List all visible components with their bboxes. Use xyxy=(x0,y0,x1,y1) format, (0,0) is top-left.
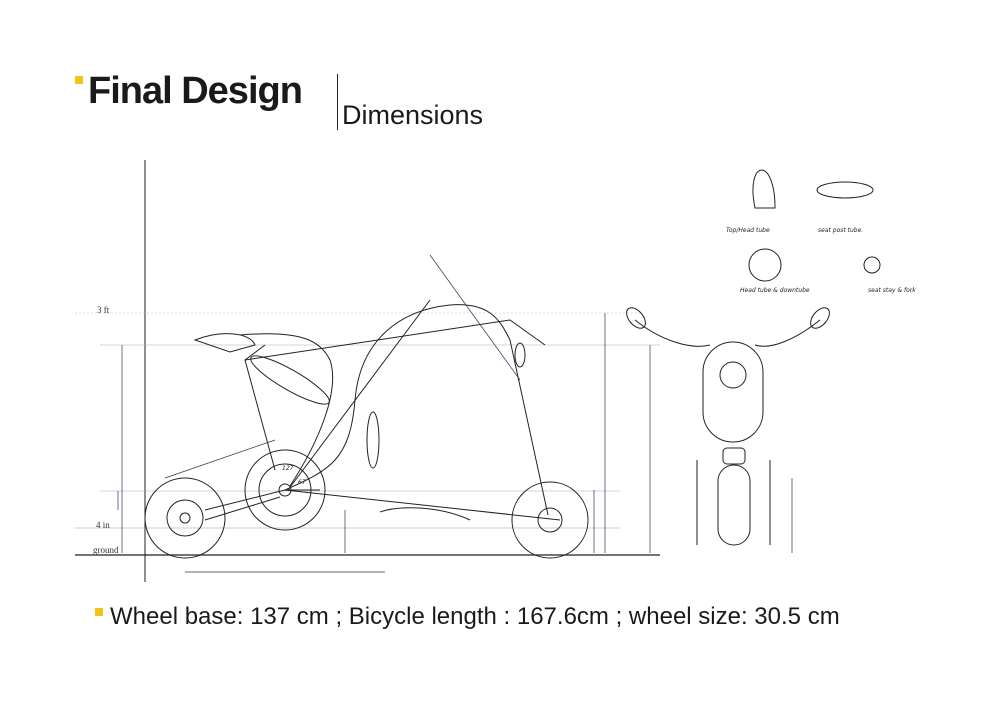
note-seat-stay: seat stay & fork xyxy=(868,287,916,294)
note-top-tube: Top/Head tube xyxy=(726,227,770,234)
rear-wheel xyxy=(144,477,226,559)
label-3ft: 3 ft xyxy=(97,305,110,315)
note-seat-post-tube: seat post tube. xyxy=(818,227,863,234)
label-4in: 4 in xyxy=(96,520,110,530)
front-wheel xyxy=(511,481,589,559)
angle-67: 67 xyxy=(298,479,306,486)
tube-sections xyxy=(748,169,881,282)
label-ground: ground xyxy=(93,545,119,555)
page-subtitle: Dimensions xyxy=(342,100,484,130)
front-view xyxy=(626,307,830,553)
page-title: Final Design xyxy=(88,70,303,112)
dimensions-caption: Wheel base: 137 cm ; Bicycle length : 16… xyxy=(110,603,840,630)
title-divider xyxy=(337,74,338,130)
note-head-down-tube: Head tube & downtube xyxy=(740,287,810,294)
caption-bullet xyxy=(95,608,103,616)
title-accent-square xyxy=(75,76,83,84)
angle-127: 127 xyxy=(282,465,294,472)
